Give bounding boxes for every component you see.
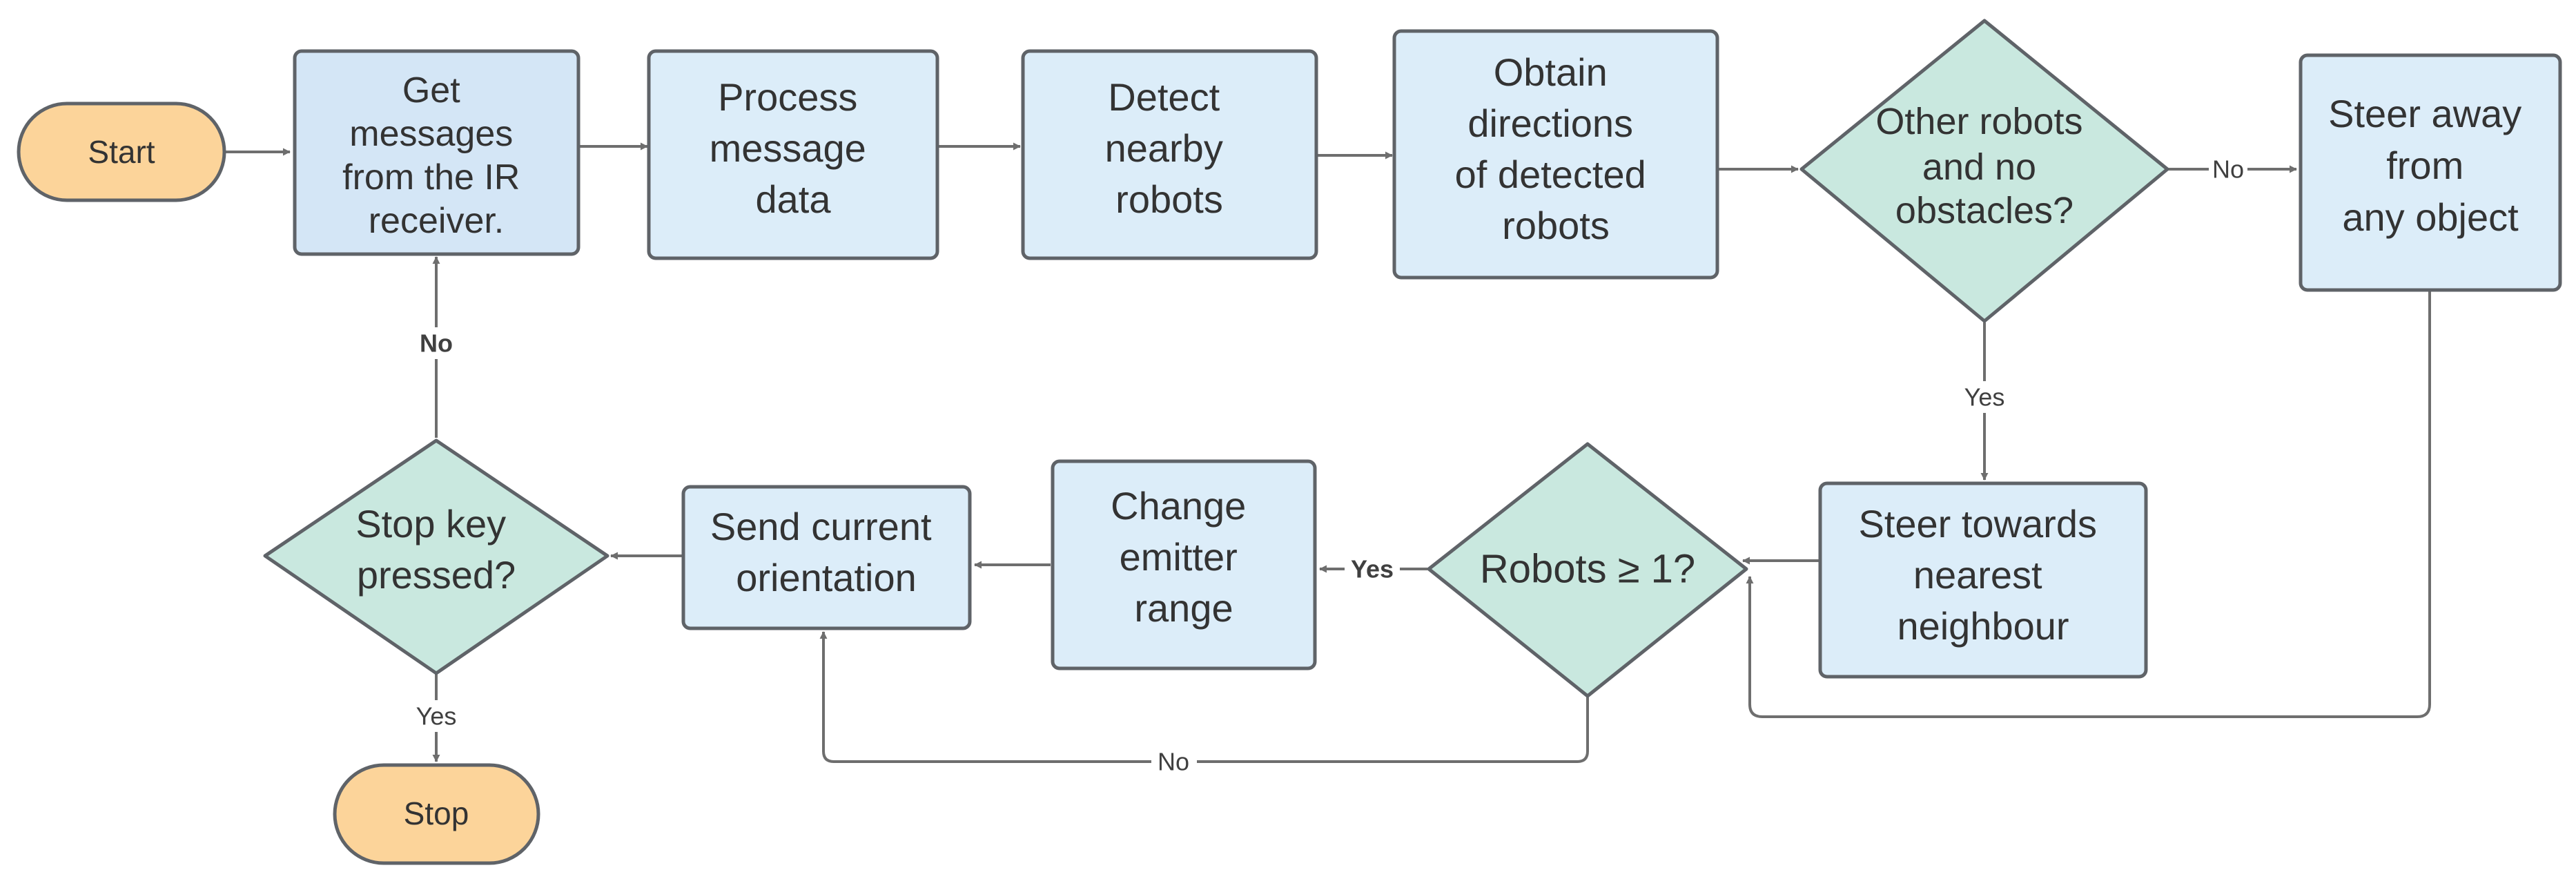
get-messages-label: Get messages from the IR receiver.	[342, 70, 530, 241]
start-label: Start	[88, 134, 155, 170]
steer-towards-line-1: Steer towards	[1858, 502, 2097, 545]
label-yes-steer-towards: Yes	[1964, 383, 2005, 412]
detect-robots-line-2: nearby	[1105, 126, 1223, 170]
node-send-orientation: Send current orientation	[681, 485, 972, 630]
change-range-label: Change emitter range	[1111, 484, 1257, 630]
decision-stop-key-diamond	[263, 438, 609, 675]
decision-robots-count-diamond	[1427, 442, 1748, 698]
steer-away-line-3: any object	[2342, 195, 2519, 239]
node-obtain-directions: Obtain directions of detected robots	[1392, 29, 1719, 280]
label-no-loop-back: No	[420, 329, 453, 358]
decision-other-robots-line-1: Other robots	[1875, 101, 2082, 142]
start-terminal	[17, 102, 226, 202]
get-messages-line-2: messages	[349, 114, 513, 154]
steer-away-box	[2299, 53, 2562, 292]
detect-robots-line-3: robots	[1115, 177, 1223, 221]
decision-robots-count-label: Robots ≥ 1?	[1480, 547, 1695, 592]
label-yes-stop: Yes	[416, 702, 457, 731]
send-orientation-line-1: Send current	[710, 505, 932, 548]
change-range-box	[1051, 459, 1317, 670]
steer-towards-box	[1818, 481, 2148, 679]
label-yes-change-range: Yes	[1351, 555, 1394, 583]
node-get-messages: Get messages from the IR receiver.	[293, 49, 580, 256]
get-messages-line-3: from the IR	[342, 157, 520, 197]
stop-terminal	[333, 763, 540, 865]
decision-stop-key-line-2: pressed?	[357, 553, 516, 597]
node-stop: Stop	[333, 763, 540, 865]
steer-towards-label: Steer towards nearest neighbour	[1858, 502, 2107, 648]
process-data-line-3: data	[756, 177, 832, 221]
label-no-steer-away: No	[2212, 155, 2244, 184]
node-change-range: Change emitter range	[1051, 459, 1317, 670]
decision-other-robots-line-2: and no	[1922, 146, 2036, 188]
node-decision-stop-key: Stop key pressed?	[263, 438, 609, 675]
node-start: Start	[17, 102, 226, 202]
edge-robots-decision-to-send-orientation	[819, 631, 1589, 763]
node-detect-robots: Detect nearby robots	[1021, 49, 1318, 260]
edge-labels: No Yes Yes No No Yes	[406, 153, 2247, 777]
detect-robots-line-1: Detect	[1108, 75, 1220, 119]
process-data-line-2: message	[710, 126, 866, 170]
process-data-box	[647, 49, 939, 260]
send-orientation-label: Send current orientation	[710, 505, 942, 599]
decision-other-robots-diamond	[1799, 19, 2169, 323]
node-process-data: Process message data	[647, 49, 939, 260]
label-no-send-orientation: No	[1158, 748, 1189, 776]
change-range-line-3: range	[1134, 586, 1233, 630]
node-decision-robots-count: Robots ≥ 1?	[1427, 442, 1748, 698]
decision-other-robots-line-3: obstacles?	[1895, 190, 2074, 231]
send-orientation-line-2: orientation	[736, 556, 917, 599]
obtain-directions-label: Obtain directions of detected robots	[1455, 50, 1657, 247]
process-data-line-1: Process	[718, 75, 857, 119]
decision-stop-key-line-1: Stop key	[355, 502, 506, 545]
obtain-directions-line-3: of detected	[1455, 153, 1646, 196]
change-range-line-2: emitter	[1120, 535, 1238, 579]
change-range-line-1: Change	[1111, 484, 1246, 528]
stop-label: Stop	[404, 795, 469, 831]
detect-robots-label: Detect nearby robots	[1105, 75, 1234, 221]
node-decision-other-robots: Other robots and no obstacles?	[1799, 19, 2169, 323]
obtain-directions-line-1: Obtain	[1494, 50, 1608, 94]
decision-stop-key-label: Stop key pressed?	[355, 502, 516, 597]
process-data-label: Process message data	[710, 75, 877, 221]
send-orientation-box	[681, 485, 972, 630]
steer-towards-line-3: neighbour	[1897, 604, 2069, 648]
node-steer-away: Steer away from any object	[2299, 53, 2562, 292]
edge-steer-away-to-robots-decision	[1746, 290, 2431, 718]
node-steer-towards: Steer towards nearest neighbour	[1818, 481, 2148, 679]
steer-towards-line-2: nearest	[1913, 553, 2042, 597]
obtain-directions-line-2: directions	[1467, 102, 1633, 145]
decision-other-robots-label: Other robots and no obstacles?	[1875, 101, 2093, 231]
get-messages-line-4: receiver.	[369, 201, 505, 241]
get-messages-line-1: Get	[402, 70, 460, 110]
obtain-directions-line-4: robots	[1502, 204, 1610, 247]
steer-away-line-1: Steer away	[2328, 92, 2521, 135]
steer-away-label: Steer away from any object	[2328, 92, 2533, 239]
steer-away-line-2: from	[2386, 144, 2463, 187]
get-messages-box	[293, 49, 580, 256]
obtain-directions-box	[1392, 29, 1719, 280]
detect-robots-box	[1021, 49, 1318, 260]
